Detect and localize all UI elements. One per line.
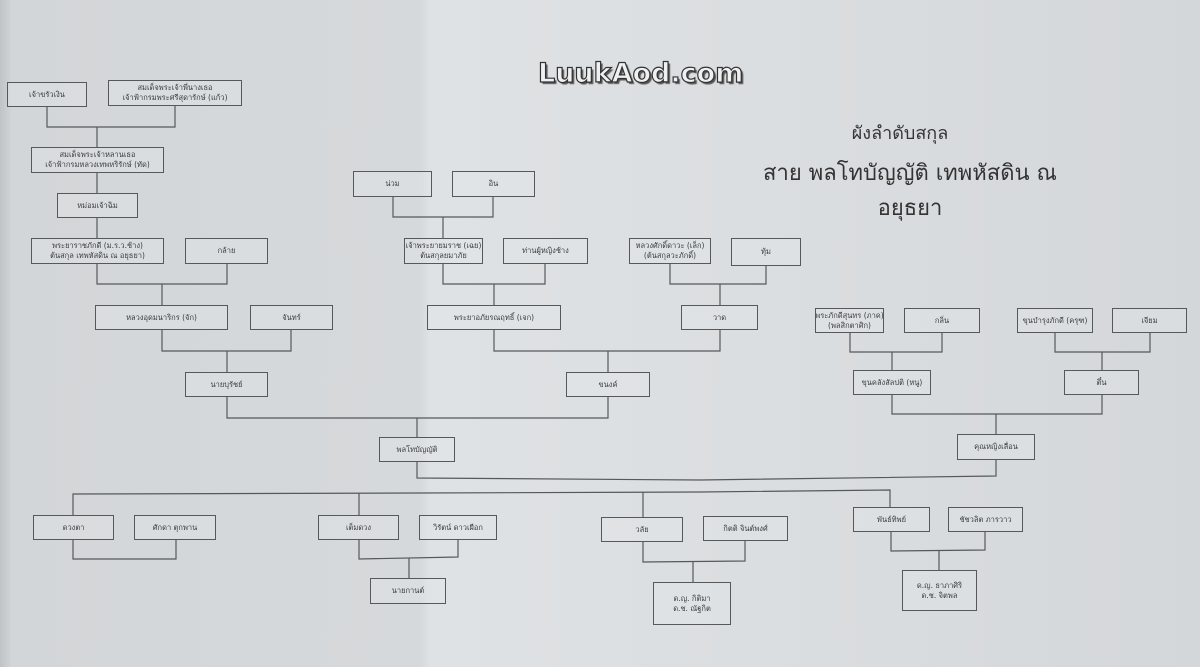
family-node-m5: หลวงศักดิ์ดาวะ (เล็ก)(ต้นสกุลวะภักดิ์) (629, 238, 711, 264)
family-node-m8: วาด (681, 305, 758, 330)
chart-subtitle: สาย พลโทบัญญัติ เทพหัสดิน ณ อยุธยา (763, 161, 1057, 221)
family-node-a2: สมเด็จพระเจ้าพี่นางเธอเจ้าฟ้ากรมพระศรีสุ… (108, 80, 242, 106)
node-label: กลิ่น (934, 315, 950, 325)
node-label: เต็มดวง (345, 522, 372, 532)
node-label: ชัชวลิต ภารวาว (959, 514, 1012, 524)
family-node-m6: ทุ้ม (731, 238, 801, 266)
family-node-m3: เจ้าพระยายมราช (เฉย)ต้นสกุลยมาภัย (404, 238, 483, 264)
family-node-f: นายบุรัชย์ (185, 372, 268, 397)
family-node-c3: วลัย (601, 517, 683, 542)
node-label: วาด (712, 312, 727, 322)
family-node-d2: กล้าย (185, 238, 268, 264)
family-node-m7: พระยาอภัยรณฤทธิ์ (เจก) (427, 305, 561, 330)
family-node-m2: อิน (452, 171, 535, 197)
node-label: ด.ช. ณัฐกิต (673, 603, 711, 613)
family-node-c1s: ศักดา ตุกพาน (134, 515, 216, 540)
node-label: เจ้าขรัวเงิน (29, 89, 65, 99)
node-label: ตึ๋น (1096, 377, 1107, 387)
node-label: สมเด็จพระเจ้าหลานเธอ (59, 150, 136, 159)
family-node-g2: นายกานต์ (370, 578, 446, 604)
family-node-e2: จันทร์ (250, 305, 333, 330)
node-label: วลัย (635, 524, 649, 534)
node-label: ด.ช. จิตพล (921, 590, 958, 600)
node-label: (พลสิกตาศิก) (828, 320, 871, 330)
family-node-r1: พระภักดีสุนทร (ภาค)(พลสิกตาศิก) (815, 308, 884, 333)
family-node-root: พลโทบัญญัติ (379, 437, 455, 462)
node-label: พลโทบัญญัติ (396, 444, 438, 454)
family-node-d1: พระยาราชภักดี (ม.ร.ว.ช้าง)ต้นสกุล เทพหัส… (31, 238, 164, 264)
node-label: ดวงตา (62, 522, 85, 532)
watermark-logo: LuukAod.com (537, 57, 744, 89)
chart-title: ผังลำดับสกุล (851, 123, 949, 144)
node-label: หลวงศักดิ์ดาวะ (เล็ก) (635, 241, 705, 250)
node-label: พันธ์ทิพย์ (877, 514, 906, 524)
node-label: เจียม (1141, 315, 1158, 325)
family-node-r4: เจียม (1112, 308, 1187, 333)
node-label: จันทร์ (282, 312, 301, 322)
family-node-r5: ขุนคลังสัลปติ (หนู) (853, 370, 931, 395)
family-node-m9: ขนงค์ (566, 372, 650, 397)
node-label: นายบุรัชย์ (210, 379, 243, 389)
family-node-wife: คุณหญิงเลื่อน (957, 434, 1035, 460)
node-label: เจ้าฟ้ากรมหลวงเทพหริรักษ์ (ทัด) (45, 160, 150, 169)
node-label: ต้นสกุลยมาภัย (420, 251, 467, 260)
family-node-c2: เต็มดวง (318, 515, 399, 540)
node-label: สมเด็จพระเจ้าพี่นางเธอ (137, 83, 213, 92)
node-label: (ต้นสกุลวะภักดิ์) (643, 251, 697, 260)
node-label: นายกานต์ (391, 586, 425, 595)
node-label: ด.ญ. กิติมา (673, 593, 711, 603)
node-label: น่วม (385, 179, 400, 188)
node-label: ต้นสกุล เทพหัสดิน ณ อยุธยา) (50, 251, 145, 260)
node-label: คุณหญิงเลื่อน (974, 442, 1018, 451)
node-label: ขนงค์ (598, 379, 618, 389)
node-label: ทุ้ม (761, 247, 771, 256)
node-label: กิตติ จินต์พงศ์ (723, 523, 768, 533)
family-node-c3s: กิตติ จินต์พงศ์ (703, 516, 788, 541)
node-label: เจ้าฟ้ากรมพระศรีสุดารักษ์ (แก้ว) (122, 93, 228, 102)
family-node-m1: น่วม (353, 171, 432, 197)
family-node-a1: เจ้าขรัวเงิน (7, 82, 87, 107)
node-label: ท่านผู้หญิงช้าง (522, 246, 569, 255)
family-node-c4s: ชัชวลิต ภารวาว (948, 507, 1023, 532)
node-label: ขุนบำรุงภักดี (ครุฑ) (1022, 315, 1088, 325)
node-label: พระยาราชภักดี (ม.ร.ว.ช้าง) (52, 241, 143, 250)
family-node-e1: หลวงอุดมนาริกร (จัก) (95, 305, 228, 330)
node-label: ขุนคลังสัลปติ (หนู) (861, 377, 923, 387)
node-label: หลวงอุดมนาริกร (จัก) (126, 312, 197, 322)
family-node-r3: ขุนบำรุงภักดี (ครุฑ) (1017, 308, 1093, 333)
family-node-c4: พันธ์ทิพย์ (853, 507, 930, 532)
family-node-r2: กลิ่น (904, 308, 980, 333)
node-label: เจ้าพระยายมราช (เฉย) (405, 241, 482, 250)
family-node-m4: ท่านผู้หญิงช้าง (503, 238, 588, 264)
node-label: หม่อมเจ้าฉิม (77, 200, 118, 210)
family-node-g4: ด.ญ. ธาภาศิริด.ช. จิตพล (902, 570, 977, 611)
node-label: ด.ญ. ธาภาศิริ (916, 580, 963, 590)
family-node-c1: ดวงตา (33, 515, 114, 540)
node-label: พระยาอภัยรณฤทธิ์ (เจก) (453, 312, 535, 322)
node-label: ศักดา ตุกพาน (152, 522, 198, 532)
family-node-c: หม่อมเจ้าฉิม (57, 193, 138, 218)
node-label: พระภักดีสุนทร (ภาค) (815, 310, 884, 320)
family-node-r6: ตึ๋น (1064, 370, 1139, 395)
family-node-b: สมเด็จพระเจ้าหลานเธอเจ้าฟ้ากรมหลวงเทพหริ… (31, 147, 164, 173)
family-node-c2s: วิรัตน์ ดาวเผือก (419, 515, 497, 540)
family-node-g3: ด.ญ. กิติมาด.ช. ณัฐกิต (653, 582, 731, 625)
node-label: กล้าย (217, 246, 236, 255)
node-label: วิรัตน์ ดาวเผือก (433, 522, 483, 532)
node-label: อิน (488, 179, 499, 188)
